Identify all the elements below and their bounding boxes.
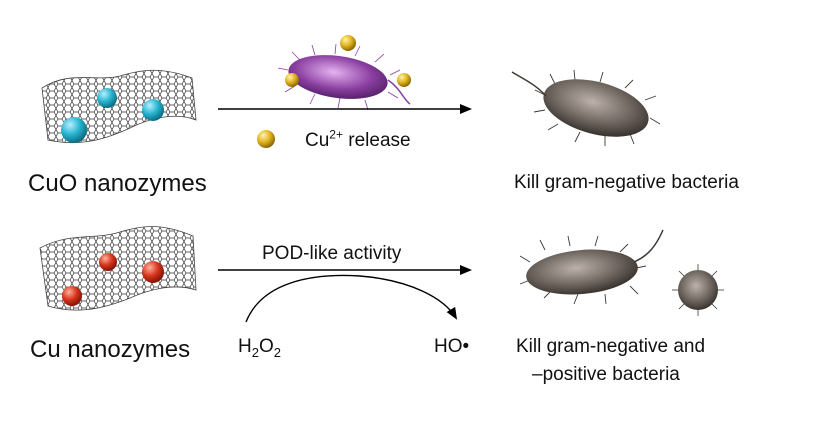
h2o2-sub2: 2 bbox=[273, 344, 281, 360]
h2o2-conversion-arrow bbox=[245, 274, 458, 323]
kill-gram-negative-label: Kill gram-negative bacteria bbox=[514, 172, 739, 193]
cu-release-charge: 2+ bbox=[329, 127, 343, 142]
kill-both-line2-label: –positive bacteria bbox=[532, 364, 680, 385]
cu-release-label: Cu2+ release bbox=[305, 127, 411, 152]
hydroxyl-radical-label: HO• bbox=[434, 336, 470, 357]
pod-like-activity-label: POD-like activity bbox=[262, 243, 402, 264]
dead-rod-bacterium-bottom-graphic bbox=[519, 229, 664, 305]
dead-bacterium-top-graphic bbox=[511, 69, 661, 146]
cu-ion-icon bbox=[257, 130, 275, 148]
h2o2-sub1: 2 bbox=[251, 344, 259, 360]
cu-nanozymes-label: Cu nanozymes bbox=[30, 336, 191, 363]
cuo-nanozyme-graphic bbox=[41, 69, 197, 144]
cu-release-prefix: Cu bbox=[305, 130, 330, 151]
cu-nanozyme-graphic bbox=[39, 226, 197, 311]
cuo-nanozymes-label: CuO nanozymes bbox=[28, 170, 207, 197]
h2o2-mid: O bbox=[258, 336, 274, 357]
stained-bacterium-graphic bbox=[277, 35, 411, 111]
h2o2-base: H bbox=[238, 336, 252, 357]
cu-release-suffix: release bbox=[342, 130, 411, 151]
kill-both-line1-label: Kill gram-negative and bbox=[516, 336, 706, 357]
h2o2-label: H2O2 bbox=[238, 336, 281, 360]
dead-coccus-bacterium-graphic bbox=[672, 264, 724, 316]
